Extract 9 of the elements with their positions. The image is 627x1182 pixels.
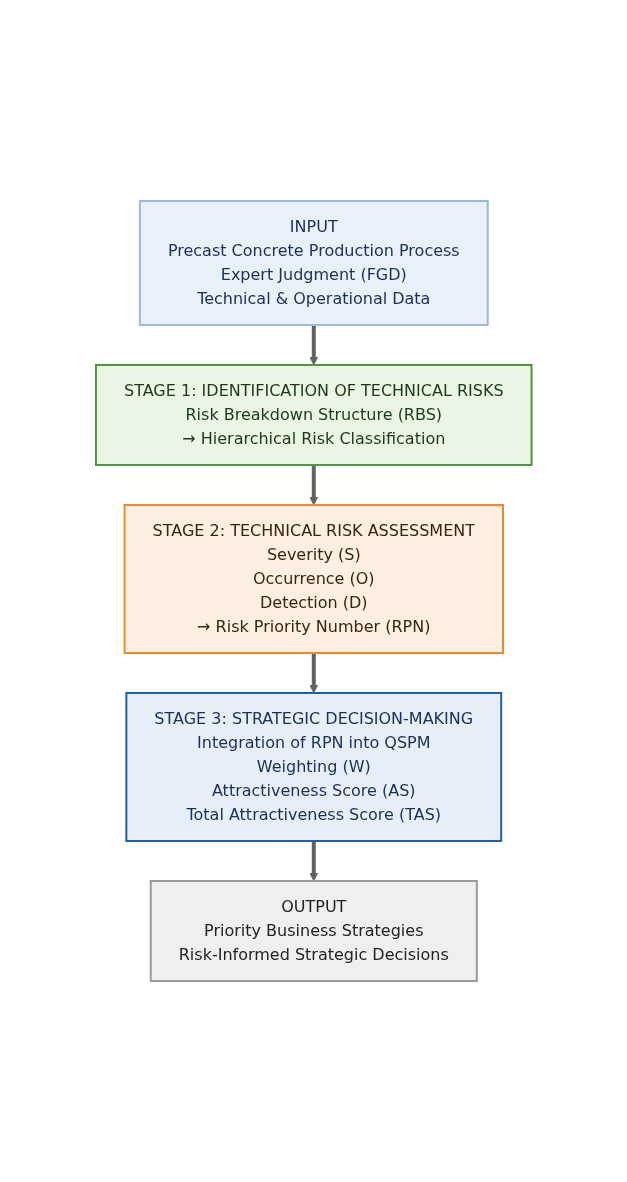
node-box: OUTPUT Priority Business Strategies Risk-Informed Strategic Decisions <box>149 880 478 982</box>
arrow <box>309 653 318 694</box>
arrow <box>309 841 318 882</box>
node-box: STAGE 1: IDENTIFICATION OF TECHNICAL RISKS Risk Breakdown Structure (RBS) → Hierarchical Risk Classification <box>94 364 533 466</box>
arrow <box>309 465 318 506</box>
arrow <box>309 325 318 366</box>
node-box: INPUT Precast Concrete Production Process Expert Judgment (FGD) Technical & Operational Data <box>138 200 489 326</box>
node-box: STAGE 3: STRATEGIC DECISION-MAKING Integration of RPN into QSPM Weighting (W) Attractiveness Score (AS) Total Attractiveness Score (TAS) <box>125 692 502 842</box>
node-box: STAGE 2: TECHNICAL RISK ASSESSMENT Severity (S) Occurrence (O) Detection (D) → Risk Priority Number (RPN) <box>123 504 504 654</box>
